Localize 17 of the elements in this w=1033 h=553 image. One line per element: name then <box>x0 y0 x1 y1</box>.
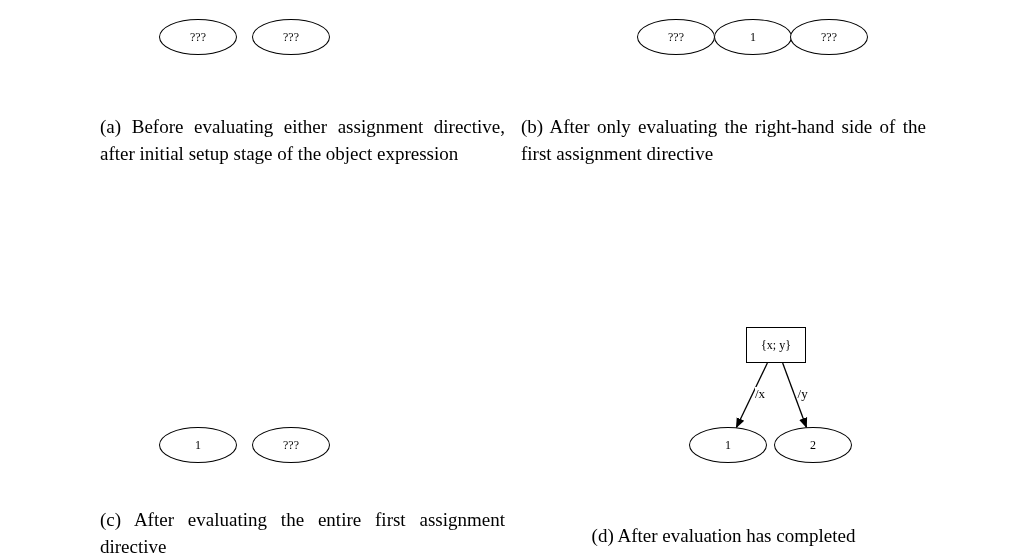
value-ellipse: ??? <box>159 19 237 55</box>
panel-caption: (c) After evaluating the entire first assignment directive <box>100 508 505 553</box>
value-ellipse: ??? <box>637 19 715 55</box>
value-ellipse: ??? <box>252 427 330 463</box>
arrow <box>782 362 808 429</box>
panel-caption: (b) After only evaluating the right-hand side of the first assignment directive <box>521 115 926 166</box>
object-box: {x; y} <box>746 327 806 363</box>
panel-caption: (d) After evaluation has completed <box>590 524 857 548</box>
value-ellipse: ??? <box>252 19 330 55</box>
arrow <box>735 362 768 429</box>
value-ellipse: ??? <box>790 19 868 55</box>
value-ellipse: 1 <box>159 427 237 463</box>
value-ellipse: 2 <box>774 427 852 463</box>
value-ellipse: 1 <box>689 427 767 463</box>
panel-caption: (a) Before evaluating either assignment directive, after initial setup stage of the object expression <box>100 115 505 166</box>
value-ellipse: 1 <box>714 19 792 55</box>
edge-label: /y <box>797 387 808 402</box>
